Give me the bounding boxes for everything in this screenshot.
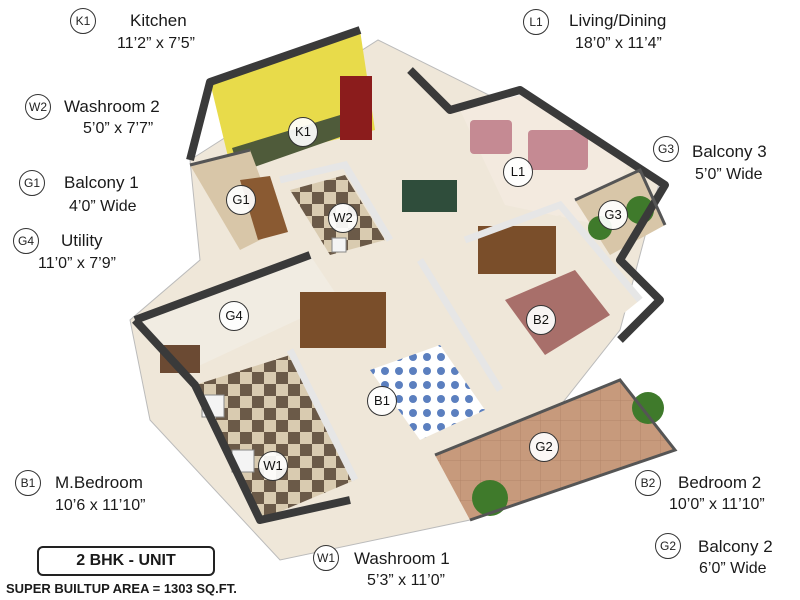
sofa [470,120,512,154]
room-tag-l1: L1 [503,157,533,187]
sofa [528,130,588,170]
legend-badge-b1: B1 [15,470,41,496]
legend-name: Utility [61,231,103,250]
legend-badge-g4: G4 [13,228,39,254]
legend-badge-l1: L1 [523,9,549,35]
room-tag-g2: G2 [529,432,559,462]
legend-name: Washroom 2 [64,97,160,116]
legend-name: Kitchen [130,11,187,30]
legend-badge-g3: G3 [653,136,679,162]
plant [632,392,664,424]
legend-size: 18’0” x 11’4” [575,35,662,52]
room-tag-g3: G3 [598,200,628,230]
master-bedroom-area [300,285,500,440]
room-tag-g1: G1 [226,185,256,215]
legend-size: 5’3” x 11’0” [367,572,445,589]
walls [132,26,669,524]
legend-badge-b2: B2 [635,470,661,496]
refrigerator [340,76,372,140]
legend-name: Bedroom 2 [678,473,762,492]
super-builtup-area: SUPER BUILTUP AREA = 1303 SQ.FT. [6,581,237,596]
room-tag-w2: W2 [328,203,358,233]
wardrobe [300,292,386,348]
legend-size: 5’0” Wide [695,166,763,183]
legend-size: 6’0” Wide [699,560,767,577]
legend-name: Living/Dining [569,11,667,30]
room-tag-g4: G4 [219,301,249,331]
legend-name: Balcony 3 [692,142,767,161]
bed [505,270,610,355]
legend-badge-k1: K1 [70,8,96,34]
legend-badge-g2: G2 [655,533,681,559]
legend-badge-w1: W1 [313,545,339,571]
plant [472,480,508,516]
legend-size: 4’0” Wide [69,198,137,215]
legend-badge-g1: G1 [19,170,45,196]
legend-name: Washroom 1 [354,549,450,568]
legend-name: M.Bedroom [55,473,143,492]
room-tag-b2: B2 [526,305,556,335]
railings [189,148,678,522]
room-tag-w1: W1 [258,451,288,481]
interior-walls [279,161,643,482]
bedroom-2-area [470,215,640,365]
legend-name: Balcony 1 [64,173,139,192]
room-tag-b1: B1 [367,386,397,416]
bed [370,345,485,440]
unit-type-label: 2 BHK - UNIT [37,546,215,576]
room-tag-k1: K1 [288,117,318,147]
legend-badge-w2: W2 [25,94,51,120]
living-dining-area [402,95,630,225]
legend-size: 11’2” x 7’5” [117,35,195,52]
legend-size: 11’0” x 7’9” [38,255,116,272]
legend-size: 5’0” x 7’7” [83,120,154,137]
legend-name: Balcony 2 [698,537,773,556]
dining-table [402,180,457,212]
legend-size: 10’6 x 11’10” [55,497,146,514]
legend-size: 10’0” x 11’10” [669,496,765,513]
